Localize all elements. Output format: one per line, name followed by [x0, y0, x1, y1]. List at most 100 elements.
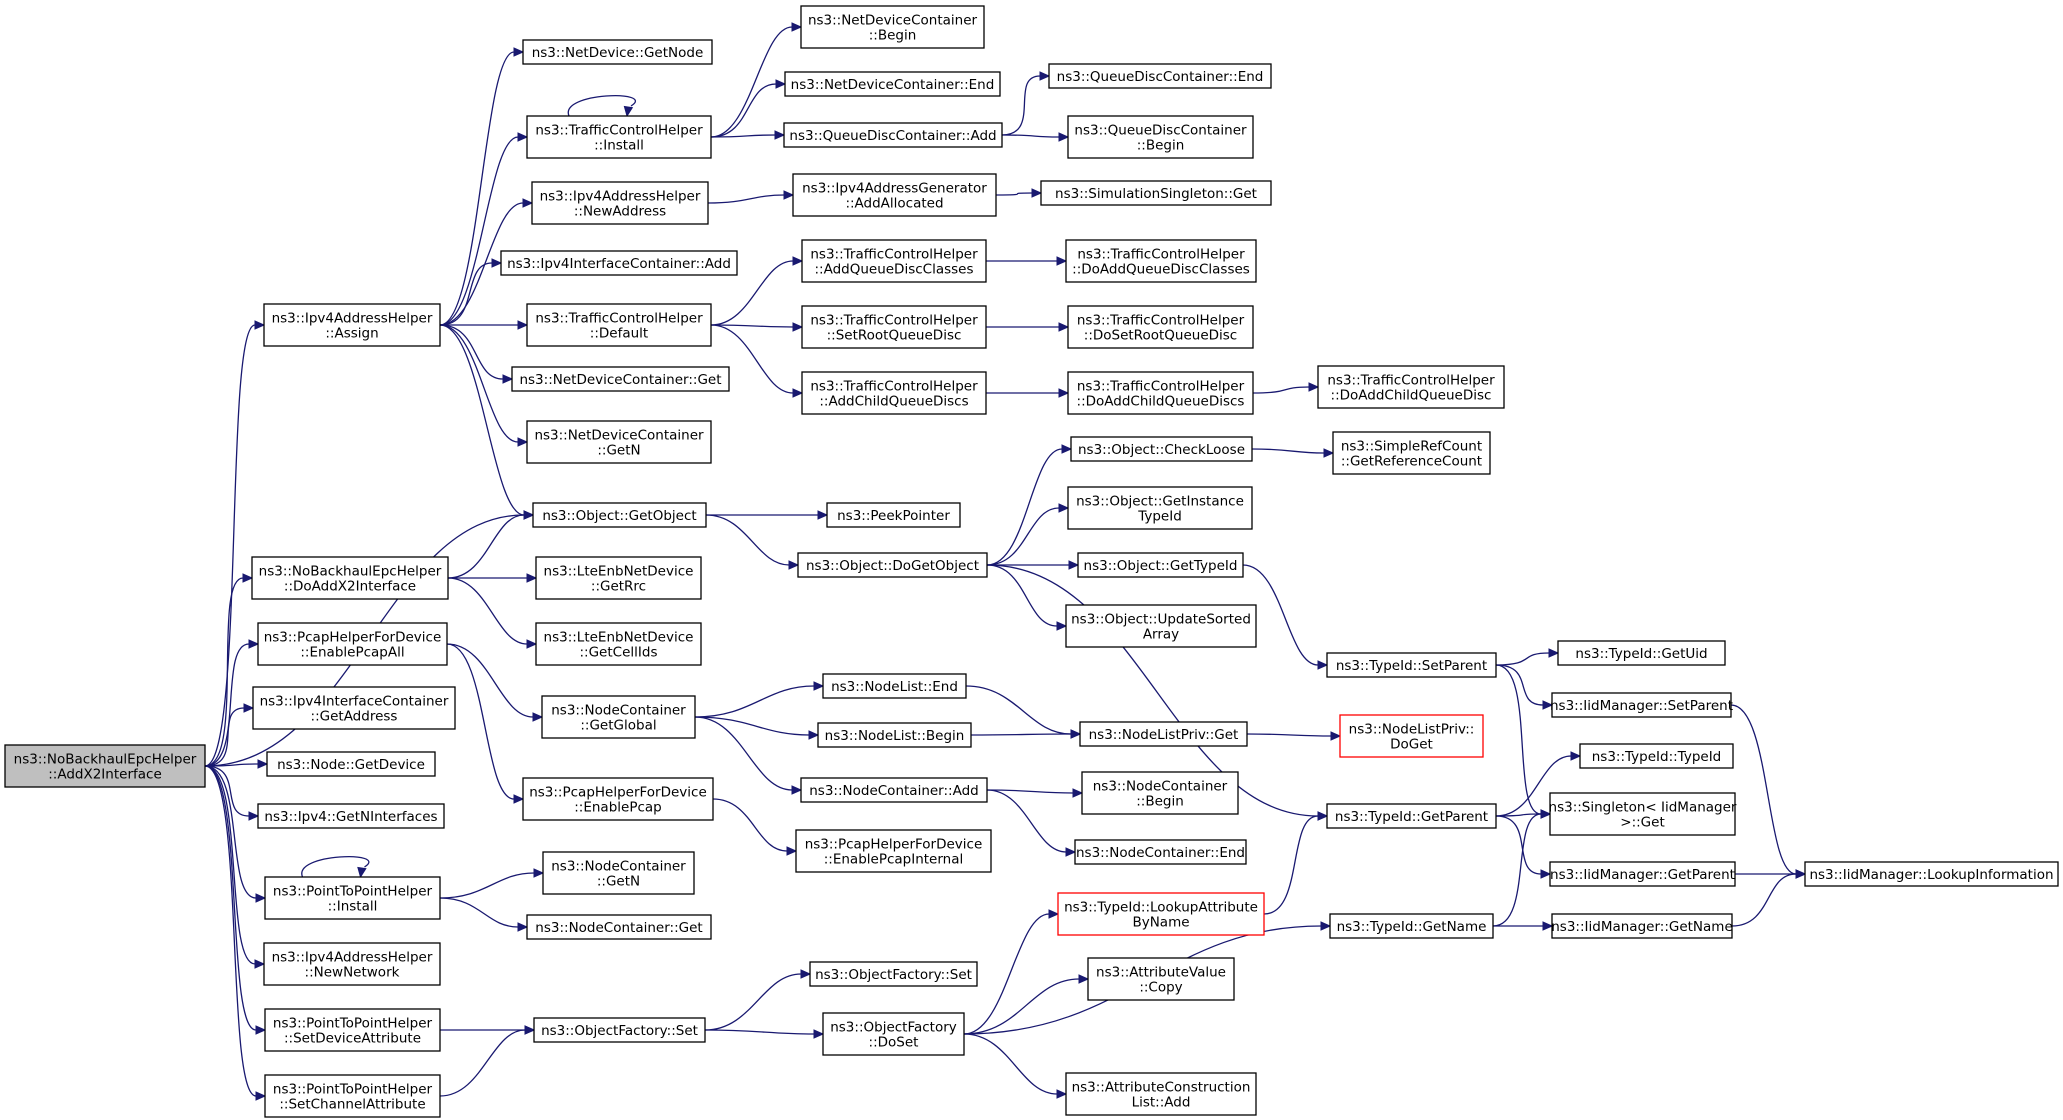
node-ndc-getn[interactable]: ns3::NetDeviceContainer::GetN [526, 420, 712, 464]
node-label: ns3::NodeListPriv::Get [1089, 727, 1239, 743]
node-nc-getglobal[interactable]: ns3::NodeContainer::GetGlobal [541, 695, 696, 739]
call-edge [1001, 71, 1051, 136]
node-qdc-add[interactable]: ns3::QueueDiscContainer::Add [783, 122, 1003, 148]
node-iid-lookupinfo[interactable]: ns3::IidManager::LookupInformation [1804, 861, 2059, 887]
node-peekpointer[interactable]: ns3::PeekPointer [826, 502, 961, 528]
node-iid-getparent[interactable]: ns3::IidManager::GetParent [1549, 861, 1736, 887]
node-label: ::AddQueueDiscClasses [814, 262, 973, 278]
node-tch-dosetroot[interactable]: ns3::TrafficControlHelper::DoSetRootQueu… [1067, 305, 1254, 349]
node-of-doset[interactable]: ns3::ObjectFactory::DoSet [822, 1012, 965, 1056]
node-ipv4ah-assign[interactable]: ns3::Ipv4AddressHelper::Assign [263, 303, 441, 347]
node-tid-getuid[interactable]: ns3::TypeId::GetUid [1557, 640, 1726, 666]
node-box [1067, 371, 1254, 415]
node-lte-getcellids[interactable]: ns3::LteEnbNetDevice::GetCellIds [535, 622, 702, 666]
node-label: ns3::NodeContainer [551, 859, 686, 875]
node-pcap-enableinternal[interactable]: ns3::PcapHelperForDevice::EnablePcapInte… [795, 829, 992, 873]
node-qdc-begin[interactable]: ns3::QueueDiscContainer::Begin [1067, 115, 1254, 159]
node-tch-install[interactable]: ns3::TrafficControlHelper::Install [526, 115, 712, 159]
node-nc-get[interactable]: ns3::NodeContainer::Get [526, 914, 712, 940]
node-tch-doaddchild[interactable]: ns3::TrafficControlHelper::DoAddChildQue… [1317, 365, 1505, 409]
node-tch-default[interactable]: ns3::TrafficControlHelper::Default [526, 303, 712, 347]
node-tch-addchild[interactable]: ns3::TrafficControlHelper::AddChildQueue… [801, 371, 987, 415]
node-av-copy[interactable]: ns3::AttributeValue::Copy [1087, 957, 1235, 1001]
node-label: ns3::IidManager::GetParent [1550, 867, 1735, 883]
node-nlp-get[interactable]: ns3::NodeListPriv::Get [1079, 721, 1248, 747]
node-iid-getname[interactable]: ns3::IidManager::GetName [1551, 913, 1733, 939]
node-pcap-enableall[interactable]: ns3::PcapHelperForDevice::EnablePcapAll [257, 622, 448, 666]
node-label: ns3::PointToPointHelper [273, 1016, 433, 1032]
node-simsingleton-get[interactable]: ns3::SimulationSingleton::Get [1040, 180, 1272, 206]
node-label: ns3::NodeListPriv:: [1349, 722, 1475, 738]
node-obj-gettypeid[interactable]: ns3::Object::GetTypeId [1077, 552, 1244, 578]
node-of-set-b[interactable]: ns3::ObjectFactory::Set [809, 961, 978, 987]
node-tid-getname[interactable]: ns3::TypeId::GetName [1329, 913, 1494, 939]
node-p2p-install[interactable]: ns3::PointToPointHelper::Install [264, 876, 441, 920]
node-tid-setparent[interactable]: ns3::TypeId::SetParent [1326, 652, 1497, 678]
node-box [526, 914, 712, 940]
node-box [1057, 892, 1265, 936]
node-singleton-get[interactable]: ns3::Singleton< IidManager >::Get [1549, 792, 1737, 836]
node-label: ::EnablePcapInternal [824, 852, 964, 868]
node-nc-begin[interactable]: ns3::NodeContainer::Begin [1081, 771, 1239, 815]
node-tch-addqdc[interactable]: ns3::TrafficControlHelper::AddQueueDiscC… [801, 239, 987, 283]
call-edge [1242, 564, 1329, 670]
node-ipv4ah-newaddr[interactable]: ns3::Ipv4AddressHelper::NewAddress [531, 181, 709, 225]
call-edge [710, 322, 804, 332]
node-ipv4-getninterfaces[interactable]: ns3::Ipv4::GetNInterfaces [257, 803, 445, 829]
node-ipv4ah-newnetwork[interactable]: ns3::Ipv4AddressHelper::NewNetwork [263, 942, 441, 986]
call-edge [986, 256, 1068, 266]
node-label: List::Add [1132, 1095, 1191, 1111]
node-p2p-setchanattr[interactable]: ns3::PointToPointHelper::SetChannelAttri… [264, 1074, 441, 1118]
node-label: ns3::NetDeviceContainer::End [791, 77, 995, 93]
call-edge [204, 703, 255, 767]
node-label: ns3::PointToPointHelper [273, 884, 433, 900]
node-p2p-setdevattr[interactable]: ns3::PointToPointHelper::SetDeviceAttrib… [264, 1008, 441, 1052]
node-node-getdevice[interactable]: ns3::Node::GetDevice [266, 751, 436, 777]
node-label: ::AddChildQueueDiscs [819, 394, 968, 410]
node-obj-checkloose[interactable]: ns3::Object::CheckLoose [1070, 436, 1253, 462]
node-label: ::GetRrc [591, 579, 646, 595]
node-ipv4ic-getaddress[interactable]: ns3::Ipv4InterfaceContainer::GetAddress [252, 686, 456, 730]
node-root[interactable]: ns3::NoBackhaulEpcHelper::AddX2Interface [4, 744, 206, 788]
node-nd-getnode[interactable]: ns3::NetDevice::GetNode [522, 39, 713, 65]
node-tid-getparent[interactable]: ns3::TypeId::GetParent [1326, 803, 1497, 829]
node-nc-getn[interactable]: ns3::NodeContainer::GetN [542, 851, 695, 895]
node-nc-add[interactable]: ns3::NodeContainer::Add [800, 777, 988, 803]
call-edge [1495, 815, 1552, 879]
node-box [542, 851, 695, 895]
node-box [1077, 552, 1244, 578]
node-ipv4ag-addalloc[interactable]: ns3::Ipv4AddressGenerator::AddAllocated [792, 173, 997, 217]
node-ndc-end[interactable]: ns3::NetDeviceContainer::End [784, 71, 1001, 97]
node-nbeh-doaddx2[interactable]: ns3::NoBackhaulEpcHelper::DoAddX2Interfa… [251, 556, 449, 600]
node-lte-getrrc[interactable]: ns3::LteEnbNetDevice::GetRrc [535, 556, 702, 600]
node-nc-end[interactable]: ns3::NodeContainer::End [1074, 839, 1247, 865]
node-label: ::GetGlobal [580, 718, 656, 734]
node-tch-setroot[interactable]: ns3::TrafficControlHelper::SetRootQueueD… [801, 305, 987, 349]
node-pcap-enable[interactable]: ns3::PcapHelperForDevice::EnablePcap [522, 777, 714, 821]
node-label: ns3::TypeId::SetParent [1336, 658, 1487, 674]
node-label: ::NewAddress [574, 204, 666, 220]
node-src-getrefcount[interactable]: ns3::SimpleRefCount::GetReferenceCount [1332, 431, 1491, 475]
call-edge [204, 639, 260, 767]
node-tid-typeid[interactable]: ns3::TypeId::TypeId [1579, 743, 1734, 769]
node-qdc-end[interactable]: ns3::QueueDiscContainer::End [1048, 63, 1272, 89]
node-label: ns3::TrafficControlHelper [810, 247, 978, 263]
node-ndc-get[interactable]: ns3::NetDeviceContainer::Get [511, 366, 730, 392]
node-label: ns3::LteEnbNetDevice [544, 564, 694, 580]
node-of-set-a[interactable]: ns3::ObjectFactory::Set [533, 1017, 706, 1043]
node-obj-dogetobject[interactable]: ns3::Object::DoGetObject [797, 552, 988, 578]
node-label: ::EnablePcapAll [300, 645, 404, 661]
node-obj-getobject[interactable]: ns3::Object::GetObject [532, 502, 707, 528]
node-ndc-begin[interactable]: ns3::NetDeviceContainer::Begin [800, 5, 985, 49]
node-tch-doaddchildren[interactable]: ns3::TrafficControlHelper::DoAddChildQue… [1067, 371, 1254, 415]
node-nlp-doget[interactable]: ns3::NodeListPriv::DoGet [1339, 714, 1484, 758]
node-iid-setparent[interactable]: ns3::IidManager::SetParent [1550, 692, 1733, 718]
node-nl-end[interactable]: ns3::NodeList::End [822, 673, 967, 699]
node-nl-begin[interactable]: ns3::NodeList::Begin [817, 722, 972, 748]
node-tch-doaddqdc[interactable]: ns3::TrafficControlHelper::DoAddQueueDis… [1065, 239, 1257, 283]
node-ipv4ic-add[interactable]: ns3::Ipv4InterfaceContainer::Add [500, 250, 738, 276]
